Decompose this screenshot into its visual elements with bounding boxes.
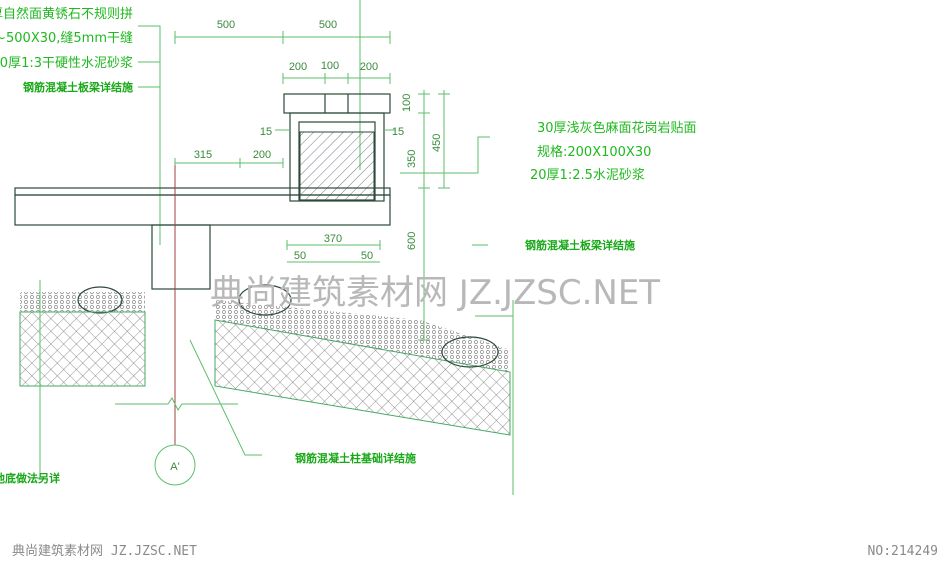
dim-500-a: 500 [217, 19, 235, 31]
label-mortar-20: 20厚1:2.5水泥砂浆 [530, 168, 645, 183]
watermark: 典尚建筑素材网 JZ.JZSC.NET [210, 273, 660, 313]
coping-wall: 15 15 [260, 93, 404, 202]
bottom-leaders [28, 280, 262, 479]
dim-v-450: 450 [431, 134, 443, 152]
label-granite: 30厚浅灰色麻面花岗岩贴面 [537, 120, 697, 136]
dim-315: 315 [194, 149, 212, 161]
dim-v-350: 350 [406, 150, 418, 168]
top-dimensions: 500 500 200 100 200 [174, 0, 391, 170]
dim-v-100: 100 [401, 94, 413, 112]
label-slab-right: 钢筋混凝土板梁详结施 [525, 238, 635, 252]
footer-number: NO:214249 [868, 544, 938, 559]
centerline: A' [115, 165, 238, 486]
label-stone: 30厚自然面黄锈石不规则拼 [0, 6, 133, 22]
dim-15-left: 15 [260, 126, 272, 138]
label-spec: 规格:200X100X30 [537, 144, 651, 160]
dim-cap-100: 100 [321, 60, 339, 72]
dim-500-b: 500 [319, 19, 337, 31]
dim-v-600: 600 [406, 232, 418, 250]
section-mark: A' [170, 461, 179, 473]
vertical-dimensions: 100 350 450 600 [401, 90, 450, 341]
slab: 315 200 370 50 50 [14, 149, 391, 290]
ground-left [19, 286, 146, 387]
label-size: 300~500X30,缝5mm干缝 [0, 31, 133, 46]
dim-cap-200a: 200 [289, 61, 307, 73]
left-leader [138, 25, 161, 245]
dim-15-right: 15 [392, 126, 404, 138]
label-column: 钢筋混凝土柱基础详结施 [295, 451, 416, 465]
label-mortar: 30厚1:3干硬性水泥砂浆 [0, 56, 133, 71]
dim-370: 370 [324, 233, 342, 245]
label-pool: 池底做法另详 [0, 471, 60, 485]
label-slab: 钢筋混凝土板梁详结施 [23, 80, 133, 94]
right-labels: 30厚浅灰色麻面花岗岩贴面 规格:200X100X30 20厚1:2.5水泥砂浆… [400, 120, 697, 252]
dim-cap-200b: 200 [360, 61, 378, 73]
footer-site: 典尚建筑素材网 JZ.JZSC.NET [12, 543, 197, 559]
left-labels: 30厚自然面黄锈石不规则拼 300~500X30,缝5mm干缝 30厚1:3干硬… [0, 6, 161, 245]
dim-200: 200 [253, 149, 271, 161]
dim-50-right: 50 [361, 250, 373, 262]
ground-right [214, 284, 514, 495]
dim-50-left: 50 [294, 250, 306, 262]
